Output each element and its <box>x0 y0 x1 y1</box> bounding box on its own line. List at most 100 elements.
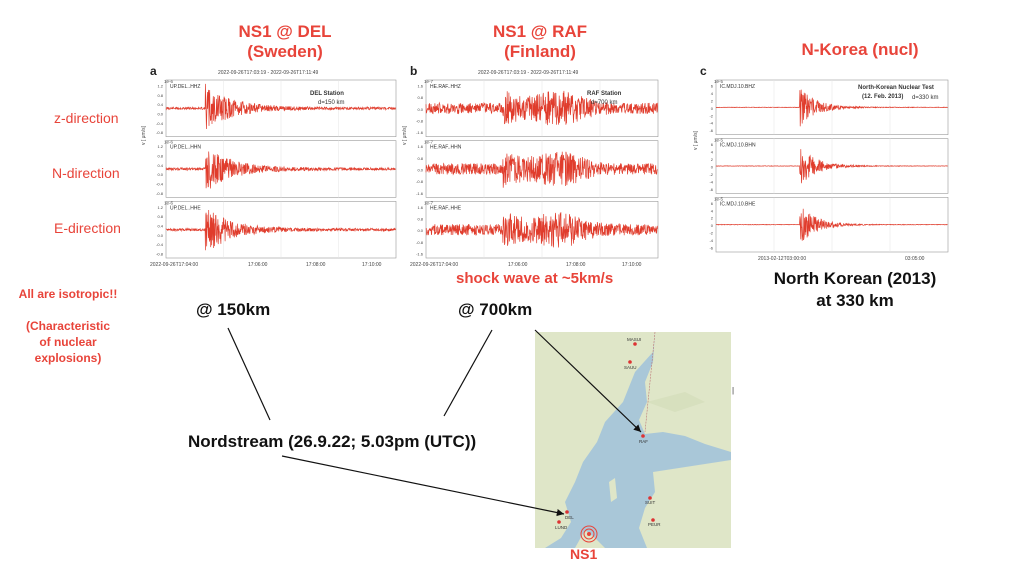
panel-a-svg: UP.DEL..HHZ1e-61.20.80.40.0-0.4-0.8UP.DE… <box>156 79 397 259</box>
panel-a-xtick-2: 17:08:00 <box>306 262 326 268</box>
panel-c-ytick-2-0: 6 <box>711 201 714 206</box>
panel-b-channel-label-0: HE.RAF..HHZ <box>430 84 461 90</box>
panel-c-ytick-2-5: -4 <box>709 238 713 243</box>
panel-b-ytick-2-3: -0.8 <box>416 240 424 245</box>
panel-b-xtick-3: 17:10:00 <box>622 262 642 268</box>
panel-c-distance: d=330 km <box>912 95 939 101</box>
panel-a-ytick-1-5: -0.8 <box>156 191 164 196</box>
svg-text:RAF: RAF <box>639 439 648 444</box>
panel-b-svg: HE.RAF..HHZ1e-71.60.80.0-0.8-1.6HE.RAF..… <box>416 79 659 259</box>
shock-wave-note: shock wave at ~5km/s <box>456 270 614 287</box>
svg-text:PEUR: PEUR <box>648 522 661 527</box>
panel-b-ytick-0-4: -1.6 <box>416 130 424 135</box>
panel-c-channel-label-0: IC.MDJ.10.BHZ <box>720 84 755 90</box>
panel-a-ytick-2-0: 1.2 <box>157 205 163 210</box>
panel-c-ytick-1-5: -4 <box>709 179 713 184</box>
panel-b-distance: d=700 km <box>591 100 618 106</box>
panel-b-ytick-0-1: 0.8 <box>417 95 423 100</box>
panel-c-ytick-1-4: -2 <box>709 172 713 177</box>
panel-a-xtick-0: 2022-09-26T17:04:00 <box>150 262 199 268</box>
ns1-label: NS1 <box>570 546 598 562</box>
panel-b-xtick-1: 17:06:00 <box>508 262 528 268</box>
panel-a-ytick-0-2: 0.4 <box>157 102 163 107</box>
land-baltics <box>639 460 731 548</box>
panel-a-header: 2022-09-26T17:03:19 - 2022-09-26T17:11:4… <box>218 70 319 76</box>
panel-a-distance: d=150 km <box>318 100 345 106</box>
city-marker-masui: MASUI <box>627 337 641 346</box>
panel-a-ytick-0-3: 0.0 <box>157 112 163 117</box>
panel-c-ytick-0-5: -4 <box>709 121 713 126</box>
panel-c-channel-label-1: IC.MDJ.10.BHN <box>720 143 756 149</box>
panel-c-scale-label-1: 1e-5 <box>714 138 724 143</box>
panel-c-ytick-2-1: 4 <box>711 208 714 213</box>
panel-b-channel-label-2: HE.RAF..HHE <box>430 205 462 211</box>
panel-a-xtick-1: 17:06:00 <box>248 262 268 268</box>
panel-b-xtick-2: 17:08:00 <box>566 262 586 268</box>
panel-c-ytick-2-4: -2 <box>709 231 713 236</box>
lakes-region <box>647 392 705 412</box>
panel-c-channel-label-2: IC.MDJ.10.BHE <box>720 201 756 207</box>
panel-c-ytick-2-6: -6 <box>709 246 713 251</box>
panel-b-ytick-1-2: 0.0 <box>417 168 423 173</box>
line-700-to-nordstream <box>443 329 493 417</box>
panel-c-xtick-1: 03:05:00 <box>905 256 925 262</box>
panel-c-ytick-0-3: 0 <box>711 106 714 111</box>
panel-b-channel-label-1: HE.RAF..HHN <box>430 145 462 151</box>
panel-c-ytick-0-4: -2 <box>709 113 713 118</box>
distance-150: @ 150km <box>196 300 271 319</box>
panel-c-station: North-Korean Nuclear Test <box>858 85 934 91</box>
panel-b-letter: b <box>410 64 418 78</box>
panel-a-station: DEL Station <box>310 91 344 97</box>
panel-a-ytick-1-2: 0.4 <box>157 163 163 168</box>
nk-caption: North Korean (2013) at 330 km <box>773 269 937 310</box>
panel-b-ytick-1-3: -0.8 <box>416 179 424 184</box>
panel-a-letter: a <box>150 64 157 78</box>
panel-c-date: (12. Feb. 2013) <box>862 94 904 100</box>
nordstream-label: Nordstream (26.9.22; 5.03pm (UTC)) <box>188 432 477 451</box>
panel-a-ytick-1-4: -0.4 <box>156 182 164 187</box>
ns1-target-icon <box>580 525 598 543</box>
panel-b-scale-label-0: 1e-7 <box>424 79 434 84</box>
svg-text:MASUI: MASUI <box>627 337 641 342</box>
city-marker-suit: SUIT <box>645 496 656 505</box>
panel-a-xtick-3: 17:10:00 <box>362 262 382 268</box>
panel-b-ytick-0-2: 0.0 <box>417 107 423 112</box>
panel-a-scale-label-0: 1e-6 <box>164 79 174 84</box>
land-sweden <box>535 332 655 548</box>
panel-c-svg: IC.MDJ.10.BHZ1e-56420-2-4-6IC.MDJ.10.BHN… <box>709 79 949 253</box>
panel-a-channel-label-2: UP.DEL..HHE <box>170 205 201 211</box>
baltic-map: MASUI SAUU RAF SUIT PEUR DEL LUND <box>535 332 731 548</box>
panel-c-ytick-0-6: -6 <box>709 128 713 133</box>
city-marker-raf: RAF <box>639 434 648 444</box>
map-edge-mark: | <box>732 386 735 395</box>
arrow-700-to-raf <box>534 329 642 433</box>
svg-text:SUIT: SUIT <box>645 500 656 505</box>
panel-b-ytick-1-1: 0.8 <box>417 156 423 161</box>
panel-b-station: RAF Station <box>587 91 622 97</box>
panel-c-ytick-1-3: 0 <box>711 165 714 170</box>
panel-a-scale-label-2: 1e-6 <box>164 200 174 205</box>
panel-c-ytick-0-2: 2 <box>711 98 714 103</box>
panel-a-scale-label-1: 1e-6 <box>164 140 174 145</box>
panel-a-ytick-2-2: 0.4 <box>157 224 163 229</box>
panel-a-ytick-1-1: 0.8 <box>157 154 163 159</box>
panel-a-ytick-1-0: 1.2 <box>157 144 163 149</box>
panel-b-ytick-1-4: -1.6 <box>416 191 424 196</box>
panel-a-ytick-2-1: 0.8 <box>157 214 163 219</box>
isotropic-note: All are isotropic!! <box>18 287 118 301</box>
panel-a-ytick-2-4: -0.4 <box>156 242 164 247</box>
panel-c-scale-label-0: 1e-5 <box>714 79 724 84</box>
panel-c-ytick-2-2: 2 <box>711 216 714 221</box>
panel-b-header: 2022-09-26T17:03:19 - 2022-09-26T17:11:4… <box>478 70 579 76</box>
panel-a-channel-label-1: UP.DEL..HHN <box>170 145 201 151</box>
panel-b-ytick-2-2: 0.0 <box>417 228 423 233</box>
